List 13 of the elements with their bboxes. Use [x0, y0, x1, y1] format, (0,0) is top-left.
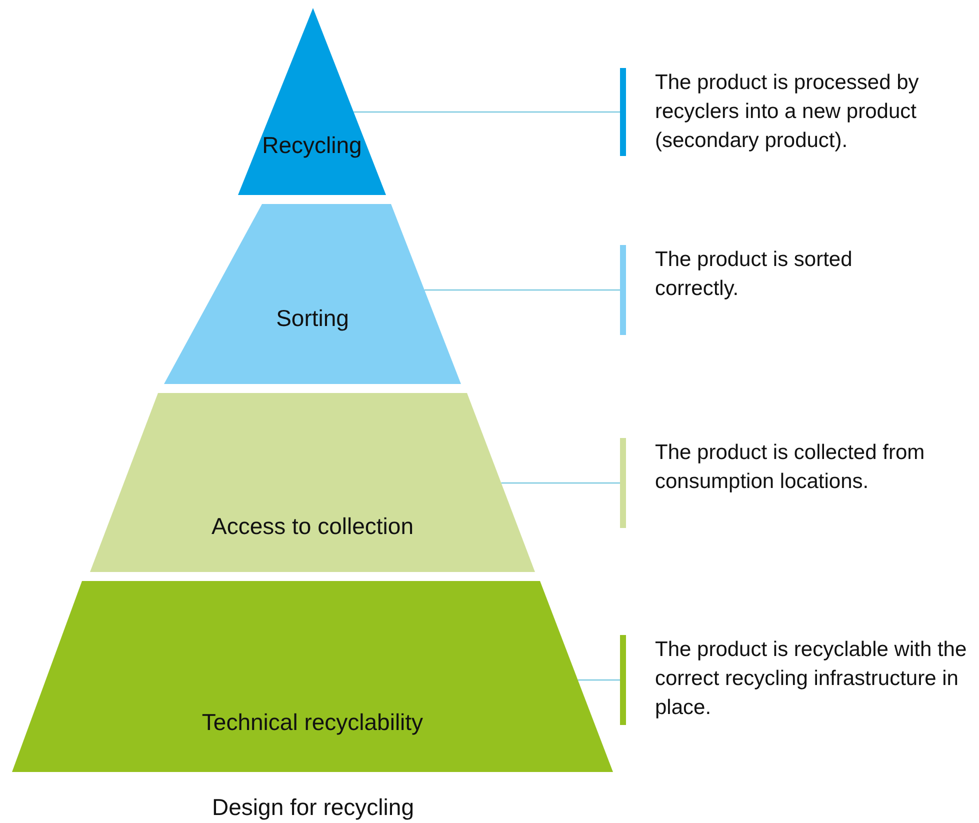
tier-label: Access to collection: [210, 513, 414, 540]
description-text: The product is sorted correctly.: [655, 247, 854, 302]
leader-line: [501, 482, 620, 484]
tier-label: Sorting: [275, 305, 350, 332]
description-text: The product is collected from consumption locations.: [655, 440, 926, 495]
description-text: The product is recyclable with the correct recycling infrastructure in place.: [655, 637, 968, 721]
tier-label: Recycling: [261, 132, 363, 159]
caption: Design for recycling: [211, 794, 415, 821]
leader-line: [578, 679, 620, 681]
description-text: The product is processed by recyclers into a new product (secondary product).: [655, 70, 920, 154]
leader-line: [354, 111, 620, 113]
leader-line: [424, 289, 620, 291]
tier-label: Technical recyclability: [200, 709, 424, 736]
